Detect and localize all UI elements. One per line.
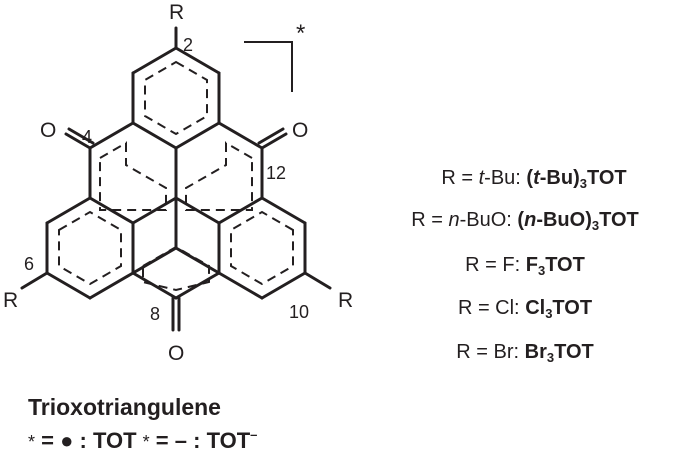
position-6: 6 (24, 254, 35, 274)
position-4: 4 (82, 127, 93, 147)
delocalization-dashes (58, 60, 294, 292)
oxygen-label-12: O (292, 119, 309, 142)
substituent-label-right: R (338, 289, 354, 312)
variant-f: R = F: F3TOT (465, 254, 585, 278)
r-bond-right (303, 271, 332, 290)
top-ring (131, 26, 221, 150)
substituent-label-top: R (169, 1, 185, 24)
lower-core-bonds (131, 196, 221, 300)
variant-n-buo: R = n-BuO: (n-BuO)3TOT (411, 209, 639, 233)
carbonyl-8 (171, 296, 181, 332)
oxygen-label-8: O (168, 342, 185, 365)
position-8: 8 (150, 304, 161, 324)
oxygen-label-4: O (40, 119, 57, 142)
r-bond-left (20, 271, 49, 290)
substituent-label-left: R (3, 289, 19, 312)
radical-anion-legend: * = ● : TOT * = – : TOT– (28, 427, 258, 453)
variant-cl: R = Cl: Cl3TOT (457, 297, 593, 321)
position-12: 12 (266, 163, 287, 183)
carbonyl-4 (64, 127, 95, 150)
carbonyl-12 (257, 127, 288, 150)
compound-title: Trioxotriangulene (28, 394, 221, 420)
position-10: 10 (289, 302, 310, 322)
variant-br: R = Br: Br3TOT (456, 341, 594, 365)
position-2: 2 (183, 35, 194, 55)
upper-core-bonds (88, 121, 264, 225)
bond-marker-star: * (296, 20, 306, 47)
bond-marker-bracket (244, 41, 293, 92)
variant-t-bu: R = t-Bu: (t-Bu)3TOT (441, 167, 627, 191)
